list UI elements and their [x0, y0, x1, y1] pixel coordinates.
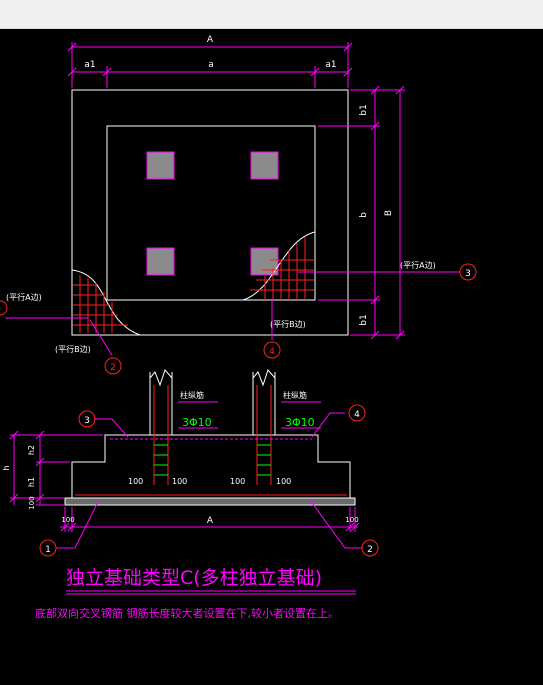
label-parallel-B-left: (平行B边): [55, 344, 91, 354]
dim-label-h: h: [2, 465, 11, 470]
section-column-left: [149, 369, 173, 485]
marker-4-plan-label: 4: [269, 347, 275, 357]
footing-profile: [71, 434, 351, 498]
dim-label-100-bottom-left: 100: [61, 516, 74, 524]
marker-2-section: [361, 539, 379, 557]
marker-2-plan: [104, 357, 122, 375]
section-left-dimensions: [9, 430, 103, 506]
column-top-right: [250, 151, 279, 180]
section-bottom-dimensions: [60, 507, 360, 532]
column-rebar-spec-1: 3Φ10: [182, 416, 212, 429]
marker-3-section-label: 3: [84, 416, 90, 426]
marker-4-plan: [263, 341, 281, 359]
dim-label-a: a: [208, 60, 214, 70]
marker-1-section-label: 1: [45, 545, 51, 555]
dim-label-b1-bottom: b1: [359, 314, 369, 325]
label-parallel-A-left: (平行A边): [6, 292, 42, 302]
column-rebar-label-2: 柱纵筋: [283, 390, 307, 400]
plan-right-dimensions: [318, 85, 405, 340]
dim-label-B: B: [384, 210, 394, 216]
window-title-bar: [0, 0, 543, 29]
dim-label-A-bottom: A: [207, 516, 214, 526]
rebar-grid-bottom-left: [71, 269, 141, 336]
column-rebar-spec-2: 3Φ10: [285, 416, 315, 429]
dim-100-3: 100: [230, 477, 245, 486]
marker-2-section-label: 2: [367, 545, 373, 555]
dim-label-a1-right: a1: [325, 60, 336, 70]
marker-2-plan-label: 2: [110, 363, 116, 373]
dim-label-h1: h1: [27, 477, 36, 487]
plan-leaders: [5, 271, 460, 356]
dim-label-100-side: 100: [28, 496, 36, 509]
footing-outline: [71, 89, 349, 336]
section-column-right: [252, 369, 276, 485]
marker-4-section: [348, 404, 366, 422]
column-rebar-label-1: 柱纵筋: [180, 390, 204, 400]
cad-drawing-canvas[interactable]: A a1 a a1 b1 b b1 B (平行A: [0, 28, 543, 685]
rebar-grid-bottom-right: [242, 231, 316, 301]
plan-top-dimensions: [67, 42, 353, 88]
dim-label-b: b: [359, 212, 369, 218]
dim-100-2: 100: [172, 477, 187, 486]
marker-1-section: [39, 539, 57, 557]
section-view: 柱纵筋 3Φ10 柱纵筋 3Φ10 100 100 100 100 h2 h1 …: [2, 369, 379, 557]
plan-view: A a1 a a1 b1 b b1 B (平行A: [0, 35, 477, 375]
footing-step-outline: [106, 125, 316, 301]
dim-label-h2: h2: [27, 445, 36, 455]
section-leaders: [56, 412, 362, 549]
marker-3-plan-label: 3: [465, 269, 471, 279]
dim-100-1: 100: [128, 477, 143, 486]
dim-label-a1-left: a1: [84, 60, 95, 70]
marker-left-plan: [0, 300, 8, 316]
marker-3-plan: [459, 263, 477, 281]
column-bottom-left: [146, 247, 175, 276]
drawing-note: 底部双向交叉钢筋 钢筋长度较大者设置在下,较小者设置在上。: [35, 606, 339, 620]
drawing-title: 独立基础类型C(多柱独立基础): [66, 567, 322, 589]
column-bottom-right: [250, 247, 279, 276]
dim-label-b1-top: b1: [359, 104, 369, 115]
column-top-left: [146, 151, 175, 180]
marker-3-section: [78, 410, 96, 428]
dim-label-A-top: A: [207, 35, 214, 45]
marker-4-section-label: 4: [354, 410, 360, 420]
bedding-layer: [64, 497, 356, 506]
label-parallel-A-right: (平行A边): [400, 260, 436, 270]
dim-100-4: 100: [276, 477, 291, 486]
label-parallel-B-bottom: (平行B边): [270, 319, 306, 329]
dim-label-100-bottom-right: 100: [345, 516, 358, 524]
